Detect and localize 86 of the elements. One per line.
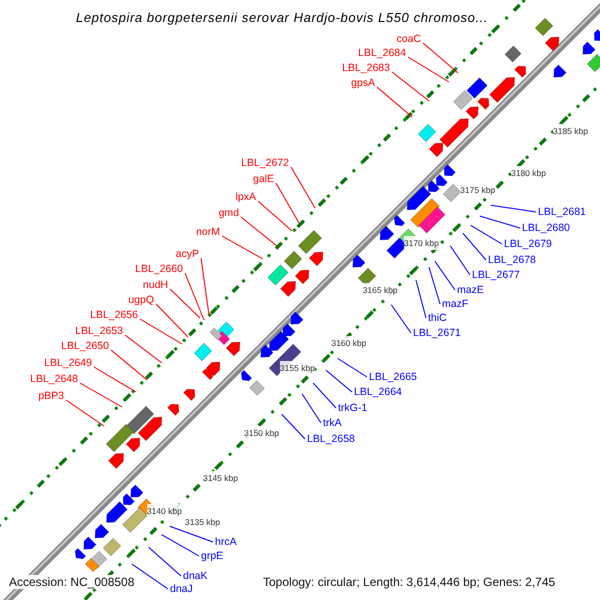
- leader-line: [422, 42, 458, 74]
- leader-line: [200, 258, 210, 316]
- gene-label: LBL_2678: [488, 254, 536, 266]
- leader-line: [276, 182, 300, 224]
- leader-line: [124, 334, 162, 364]
- gene-label: dnaK: [183, 570, 208, 582]
- leader-line: [415, 280, 426, 318]
- tick-label: 3145 kbp: [203, 471, 238, 485]
- leader-line: [337, 358, 368, 378]
- leader-line: [408, 56, 450, 82]
- gene-label: LBL_2648: [30, 373, 78, 385]
- leader-line: [290, 166, 316, 208]
- gene-label: LBL_2681: [538, 206, 586, 218]
- leader-line: [312, 382, 336, 408]
- gene-label: pBP3: [38, 390, 64, 402]
- leader-line: [170, 288, 200, 318]
- leader-line: [169, 526, 214, 542]
- leader-line: [160, 534, 200, 556]
- gene-label: LBL_2684: [358, 47, 406, 59]
- leader-line: [392, 72, 430, 102]
- gene-label: LBL_2658: [307, 433, 355, 445]
- tick-label: 3160 kbp: [331, 336, 366, 350]
- leader-line: [94, 366, 136, 392]
- leader-line: [110, 350, 148, 380]
- gene-label: LBL_2656: [90, 309, 138, 321]
- gene-label: LBL_2677: [472, 269, 520, 281]
- gene-label: mazF: [442, 298, 468, 310]
- accession-text: Accession: NC_008508: [9, 575, 134, 589]
- leader-line: [140, 318, 182, 344]
- gene-label: grpE: [201, 550, 224, 562]
- tick-label: 3155 kbp: [280, 360, 315, 375]
- gene-label: gmd: [218, 207, 239, 219]
- leader-line: [428, 266, 440, 304]
- gene-label: dnaJ: [170, 583, 193, 595]
- leader-line: [470, 224, 502, 244]
- leader-line: [156, 304, 188, 338]
- leader-line: [434, 260, 456, 290]
- title: Leptospira borgpetersenii serovar Hardjo-bovis L550 chromoso...: [76, 10, 488, 26]
- gene-label: hrcA: [215, 536, 237, 548]
- tick-label: 3150 kbp: [244, 426, 279, 440]
- leader-line: [490, 204, 536, 212]
- leader-line: [66, 400, 104, 426]
- gene-label: norM: [196, 226, 220, 238]
- gene-label: trkG-1: [338, 402, 368, 414]
- leader-line: [450, 245, 470, 276]
- gene-label: LBL_2672: [241, 157, 289, 169]
- gene-label: LBL_2650: [61, 340, 109, 352]
- gene-label: coaC: [396, 33, 421, 45]
- tick-label: 3180 kbp: [511, 166, 546, 180]
- leader-line: [80, 382, 122, 408]
- gene-label: LBL_2664: [354, 386, 402, 398]
- leader-line: [390, 304, 412, 334]
- leader-line: [131, 564, 168, 590]
- leader-line: [184, 272, 204, 320]
- gene-label: LBL_2679: [504, 238, 552, 250]
- leader-line: [479, 216, 520, 228]
- leader-line: [258, 200, 292, 232]
- leader-line: [325, 370, 352, 392]
- leader-line: [240, 216, 278, 246]
- leader-line: [281, 414, 306, 440]
- gene-label: LBL_2683: [342, 62, 390, 74]
- gene-label: gpsA: [351, 77, 375, 89]
- gene-label: acyP: [176, 248, 199, 260]
- leader-line: [148, 546, 182, 576]
- gene-label: LBL_2660: [135, 263, 183, 275]
- tick-label: 3170 kbp: [404, 236, 439, 250]
- gene-label: galE: [252, 173, 274, 185]
- genome-info-text: Topology: circular; Length: 3,614,446 bp; Genes: 2,745: [263, 575, 556, 589]
- gene-label: trkA: [323, 417, 342, 429]
- leader-line: [222, 236, 264, 260]
- tick-label: 3165 kbp: [362, 282, 398, 297]
- gene-label: LBL_2649: [44, 357, 92, 369]
- tick-label: 3140 kbp: [146, 504, 182, 518]
- gene-label: nudH: [142, 279, 168, 291]
- gene-label: LBL_2665: [369, 371, 417, 383]
- gene-label: LBL_2653: [75, 325, 123, 337]
- gene-label: LBL_2671: [413, 327, 461, 339]
- gene-label: LBL_2680: [522, 222, 570, 234]
- leader-line: [302, 393, 322, 424]
- leader-line: [376, 86, 412, 118]
- tick-label: 3185 kbp: [553, 124, 588, 138]
- gene-label: lpxA: [236, 191, 256, 203]
- leader-line: [462, 232, 486, 260]
- gene-label: thiC: [428, 312, 447, 324]
- gene-label: ugpQ: [128, 294, 154, 306]
- gene-label: mazE: [457, 284, 484, 296]
